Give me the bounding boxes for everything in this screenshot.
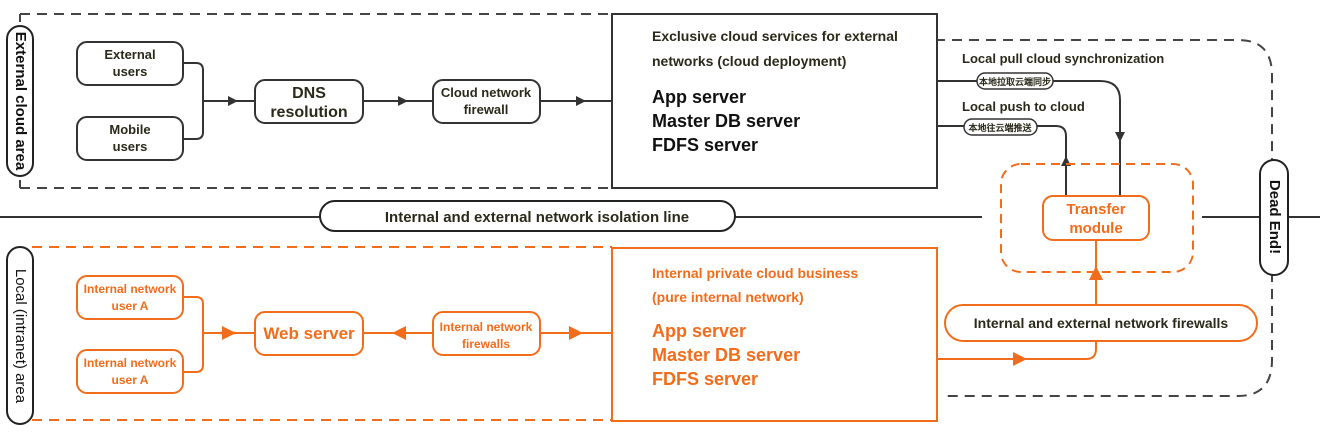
svg-text:Internal network: Internal network: [440, 320, 533, 334]
svg-text:App server: App server: [652, 321, 746, 341]
svg-text:Internal and external network: Internal and external network isolation …: [385, 209, 689, 226]
isolation-line-label: Internal and external network isolation …: [319, 200, 736, 232]
pull-sync-tag: 本地拉取云端同步: [976, 72, 1054, 90]
svg-text:Cloud network: Cloud network: [441, 85, 532, 100]
push-sync-label: Local push to cloud: [962, 99, 1085, 114]
internal-user-a-node-2[interactable]: Internal network user A: [76, 349, 184, 394]
external-area-border: [19, 13, 612, 189]
internal-services-box[interactable]: Internal private cloud business (pure in…: [611, 247, 938, 422]
svg-text:External cloud area: External cloud area: [12, 32, 29, 171]
pull-sync-label: Local pull cloud synchronization: [962, 51, 1164, 66]
dead-end-loop: [935, 39, 1273, 397]
svg-text:App server: App server: [652, 87, 746, 107]
internal-area-border: [32, 246, 612, 421]
svg-text:Internal network: Internal network: [84, 356, 177, 370]
svg-text:user A: user A: [112, 373, 149, 387]
svg-text:本地拉取云端同步: 本地拉取云端同步: [979, 76, 1051, 87]
transfer-module-node[interactable]: Transfer module: [1042, 195, 1150, 241]
svg-text:Web server: Web server: [263, 324, 355, 343]
svg-text:Dead End!: Dead End!: [1266, 180, 1283, 254]
svg-text:FDFS server: FDFS server: [652, 369, 758, 389]
svg-text:Transfer: Transfer: [1066, 201, 1125, 218]
svg-text:module: module: [1069, 220, 1122, 237]
svg-text:Exclusive cloud services for e: Exclusive cloud services for external: [652, 28, 898, 44]
svg-text:(pure internal network): (pure internal network): [652, 289, 804, 305]
svg-text:users: users: [113, 139, 148, 154]
svg-text:DNS: DNS: [292, 85, 326, 102]
external-users-node[interactable]: External users: [76, 41, 184, 86]
svg-text:Local (intranet) area: Local (intranet) area: [12, 269, 29, 404]
svg-text:Internal network: Internal network: [84, 282, 177, 296]
ie-firewalls-node[interactable]: Internal and external network firewalls: [944, 304, 1258, 342]
svg-text:Mobile: Mobile: [109, 122, 150, 137]
push-sync-tag: 本地往云端推送: [963, 118, 1038, 136]
internal-user-a-node[interactable]: Internal network user A: [76, 275, 184, 320]
external-services-box[interactable]: Exclusive cloud services for external ne…: [611, 13, 938, 189]
svg-text:firewalls: firewalls: [462, 337, 510, 351]
svg-text:users: users: [113, 64, 148, 79]
mobile-users-node[interactable]: Mobile users: [76, 116, 184, 161]
svg-text:Internal and external network: Internal and external network firewalls: [974, 315, 1229, 331]
svg-text:user A: user A: [112, 299, 149, 313]
svg-text:networks (cloud deployment): networks (cloud deployment): [652, 53, 846, 69]
cloud-firewall-node[interactable]: Cloud network firewall: [432, 79, 541, 124]
web-server-node[interactable]: Web server: [254, 311, 364, 356]
internal-firewalls-node[interactable]: Internal network firewalls: [432, 311, 541, 356]
transfer-zone-border: [1000, 163, 1194, 273]
svg-text:firewall: firewall: [464, 102, 509, 117]
external-area-label: External cloud area: [6, 25, 34, 177]
svg-text:Master DB server: Master DB server: [652, 111, 800, 131]
svg-text:Master DB server: Master DB server: [652, 345, 800, 365]
dead-end-label: Dead End!: [1259, 159, 1289, 276]
dns-resolution-node[interactable]: DNS resolution: [254, 79, 364, 124]
svg-text:External: External: [104, 47, 155, 62]
svg-text:Internal private cloud busines: Internal private cloud business: [652, 265, 858, 281]
svg-text:FDFS server: FDFS server: [652, 135, 758, 155]
svg-text:resolution: resolution: [270, 104, 347, 121]
svg-text:本地往云端推送: 本地往云端推送: [968, 122, 1032, 133]
internal-area-label: Local (intranet) area: [6, 246, 34, 425]
